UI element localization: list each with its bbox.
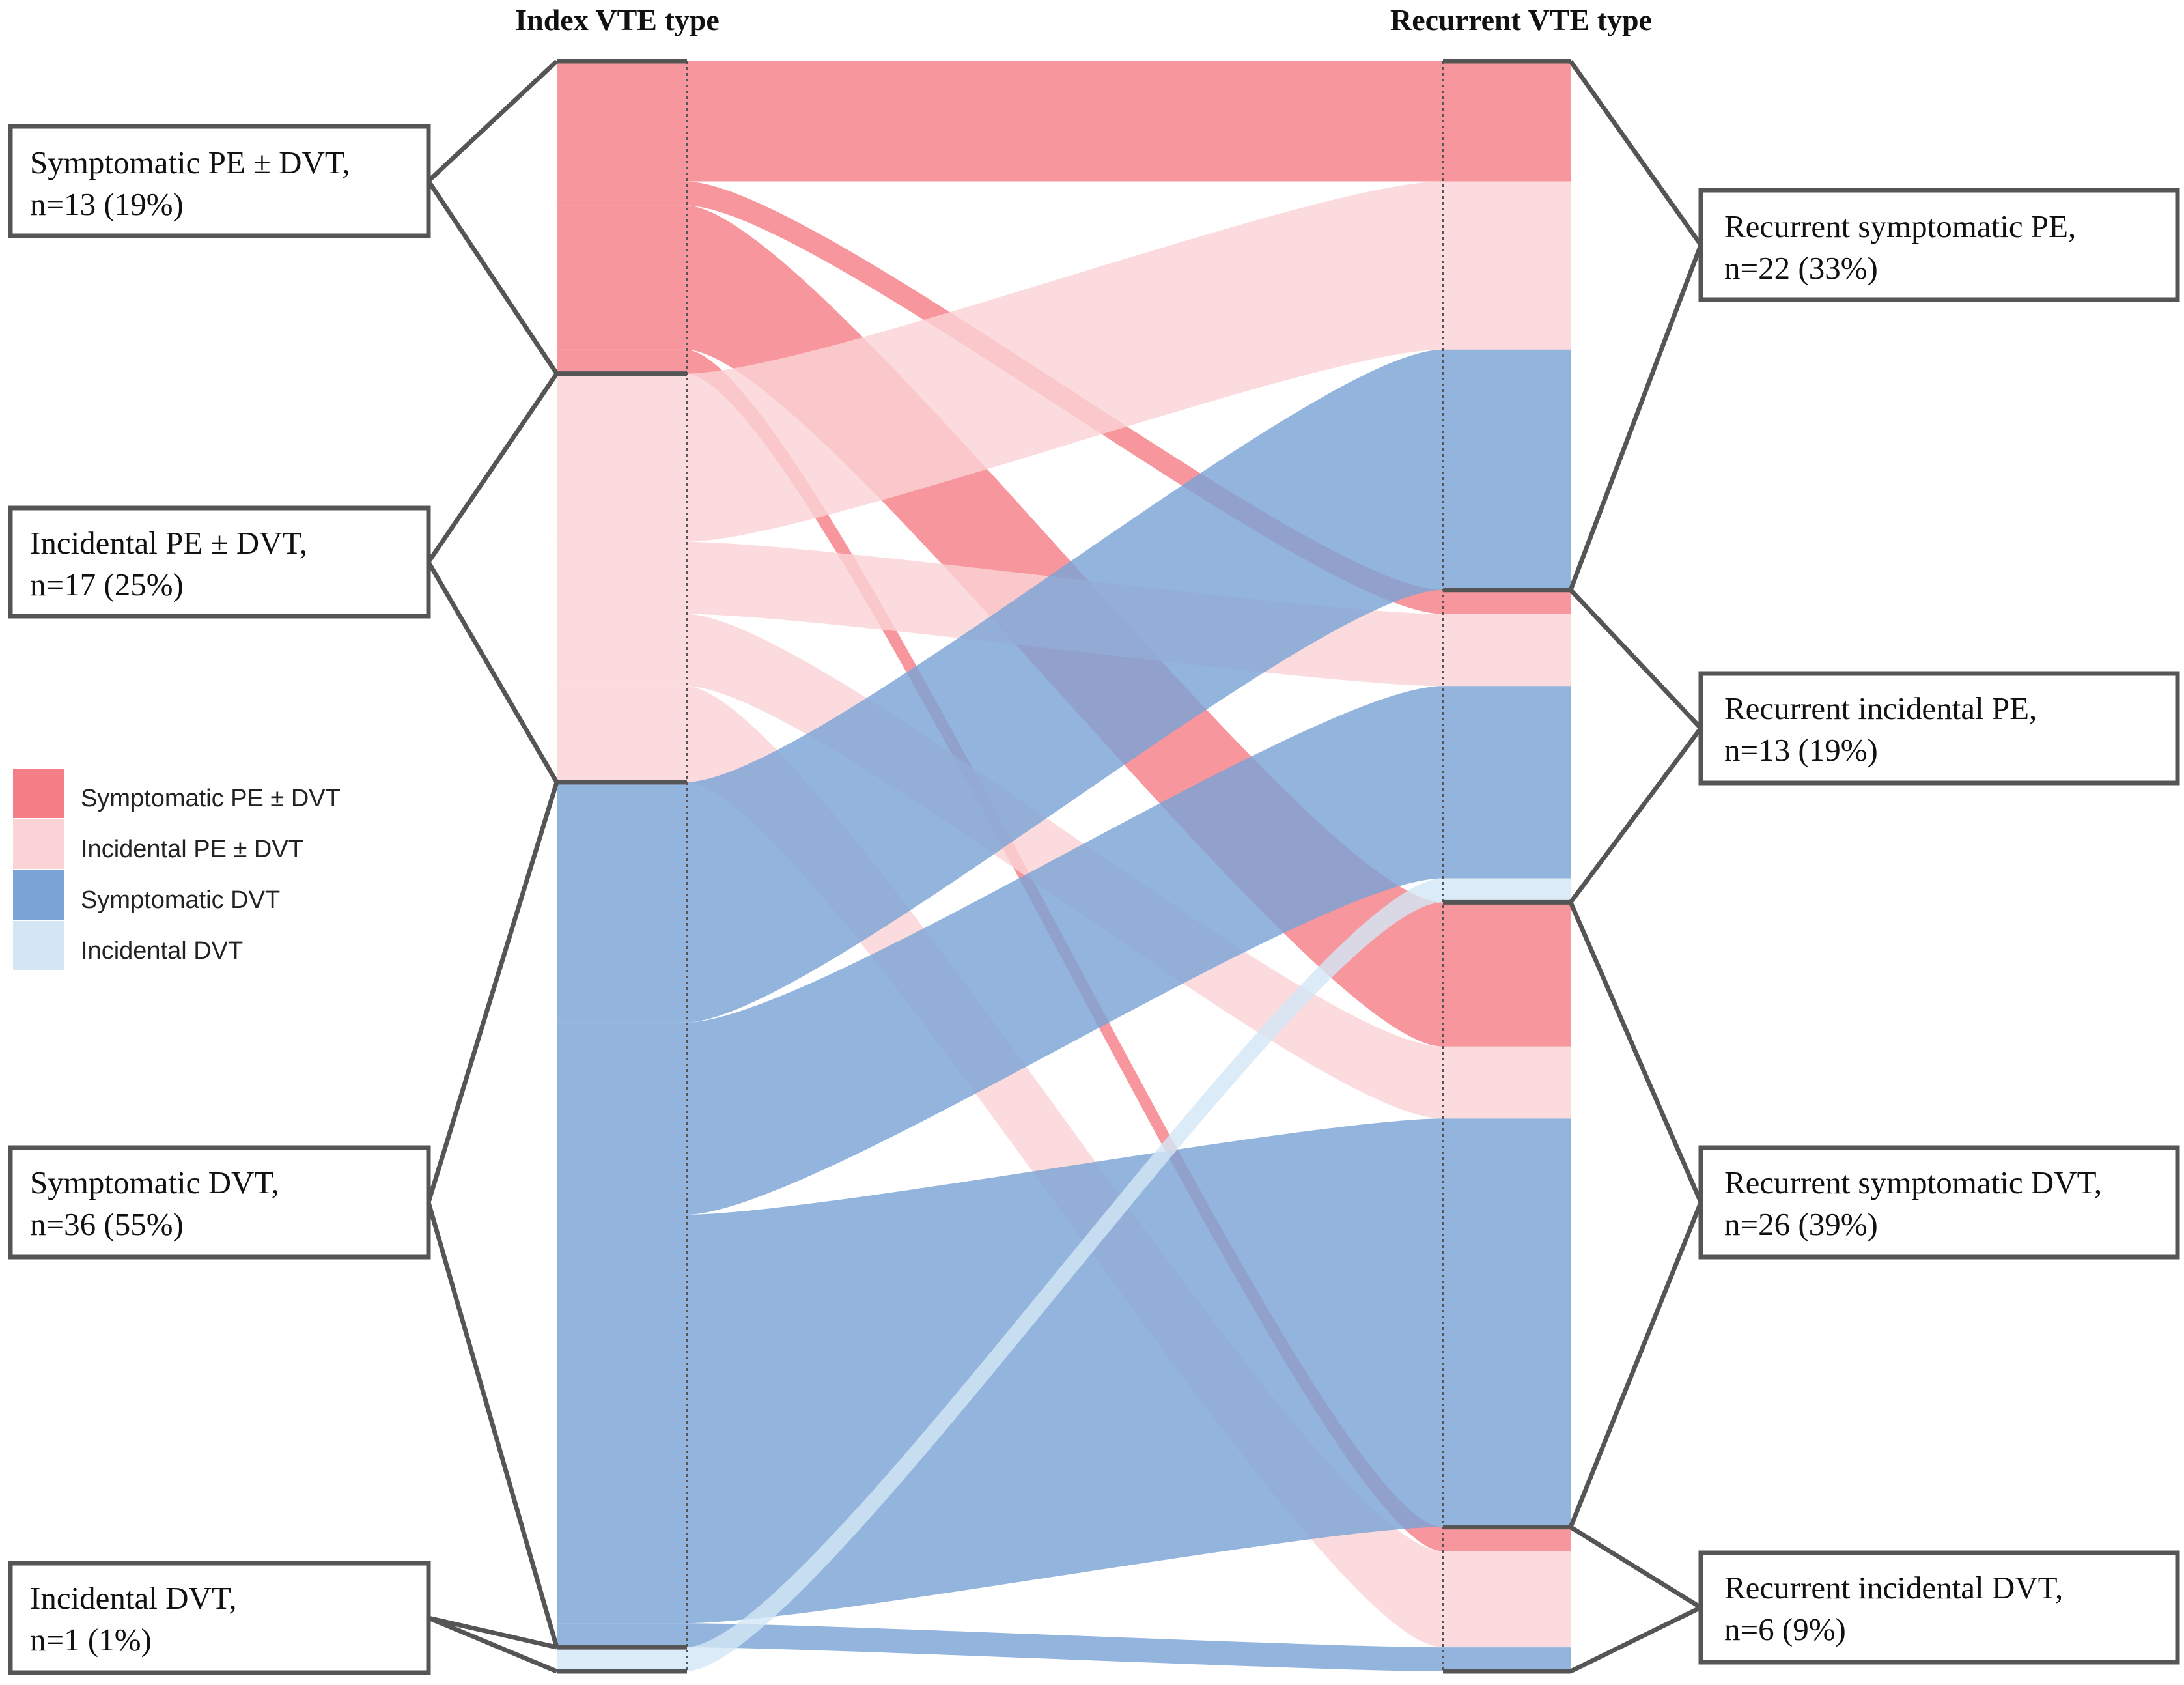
legend-label-incidental-dvt: Incidental DVT	[81, 937, 243, 965]
recurrent-connector-1	[1569, 588, 1704, 904]
index-box-incidental-dvt-line1: Incidental DVT,	[30, 1580, 236, 1616]
recurrent-box-symptomatic-dvt-line2: n=26 (39%)	[1724, 1206, 1878, 1242]
index-box-incidental-pe-line2: n=17 (25%)	[30, 567, 184, 602]
index-axis-title: Index VTE type	[515, 3, 720, 36]
flow-symptomatic-pe-dvt-to-recurrent-symptomatic-pe	[557, 61, 1571, 182]
recurrent-box-symptomatic-pe-line2: n=22 (33%)	[1724, 250, 1878, 286]
legend: Symptomatic PE ± DVT Incidental PE ± DVT…	[13, 769, 341, 970]
recurrent-connector-0	[1568, 59, 1703, 591]
recurrent-box-incidental-dvt-line2: n=6 (9%)	[1724, 1611, 1846, 1647]
recurrent-box-symptomatic-pe: Recurrent symptomatic PE, n=22 (33%)	[1698, 188, 2180, 302]
index-connector-3	[427, 1615, 558, 1674]
flow-symptomatic-dvt-to-recurrent-incidental-dvt	[557, 1623, 1571, 1671]
flow-incidental-dvt-to-recurrent-incidental-pe	[557, 878, 1571, 1671]
index-box-symptomatic-dvt-line1: Symptomatic DVT,	[30, 1165, 279, 1200]
index-connector-1	[425, 372, 559, 784]
index-box-symptomatic-pe-line1: Symptomatic PE ± DVT,	[30, 145, 350, 180]
legend-swatch-incidental-pe	[13, 819, 64, 869]
stratum-borders	[557, 59, 1571, 1674]
legend-label-symptomatic-dvt: Symptomatic DVT	[81, 886, 280, 914]
recurrent-box-symptomatic-dvt-line1: Recurrent symptomatic DVT,	[1724, 1165, 2102, 1200]
recurrent-box-symptomatic-pe-line1: Recurrent symptomatic PE,	[1724, 208, 2076, 244]
recurrent-box-incidental-dvt: Recurrent incidental DVT, n=6 (9%)	[1698, 1550, 2180, 1665]
index-connector-0	[425, 59, 559, 375]
legend-swatch-symptomatic-dvt	[13, 870, 64, 920]
legend-label-symptomatic-pe: Symptomatic PE ± DVT	[81, 785, 341, 812]
recurrent-box-symptomatic-dvt: Recurrent symptomatic DVT, n=26 (39%)	[1698, 1145, 2180, 1260]
index-connector-2	[426, 781, 559, 1649]
index-box-symptomatic-dvt: Symptomatic DVT, n=36 (55%)	[8, 1145, 431, 1260]
legend-label-incidental-pe: Incidental PE ± DVT	[81, 836, 303, 863]
index-box-incidental-pe-line1: Incidental PE ± DVT,	[30, 525, 307, 561]
recurrent-connector-3	[1569, 1525, 1706, 1674]
recurrent-box-incidental-pe-line2: n=13 (19%)	[1724, 732, 1878, 768]
legend-swatch-incidental-dvt	[13, 921, 64, 970]
flow-symptomatic-dvt-to-recurrent-symptomatic-pe	[557, 349, 1571, 1023]
index-box-symptomatic-pe: Symptomatic PE ± DVT, n=13 (19%)	[8, 124, 431, 238]
index-box-incidental-dvt-line2: n=1 (1%)	[30, 1622, 152, 1658]
recurrent-axis-title: Recurrent VTE type	[1390, 3, 1652, 36]
index-box-incidental-pe: Incidental PE ± DVT, n=17 (25%)	[8, 505, 431, 619]
index-box-symptomatic-dvt-line2: n=36 (55%)	[30, 1206, 184, 1242]
flow-incidental-pe-dvt-to-recurrent-incidental-dvt	[557, 686, 1571, 1648]
flow-incidental-pe-dvt-to-recurrent-symptomatic-pe	[557, 181, 1571, 542]
index-box-incidental-dvt: Incidental DVT, n=1 (1%)	[8, 1561, 431, 1675]
recurrent-box-incidental-pe-line1: Recurrent incidental PE,	[1724, 690, 2037, 726]
index-box-symptomatic-pe-line2: n=13 (19%)	[30, 186, 184, 222]
recurrent-box-incidental-dvt-line1: Recurrent incidental DVT,	[1724, 1570, 2063, 1606]
recurrent-box-incidental-pe: Recurrent incidental PE, n=13 (19%)	[1698, 671, 2180, 786]
flow-symptomatic-dvt-to-recurrent-incidental-pe	[557, 686, 1571, 1215]
legend-swatch-symptomatic-pe	[13, 769, 64, 818]
flow-symptomatic-dvt-to-recurrent-symptomatic-dvt	[557, 1118, 1571, 1624]
flows-layer	[557, 61, 1571, 1671]
recurrent-connector-2	[1568, 901, 1703, 1528]
